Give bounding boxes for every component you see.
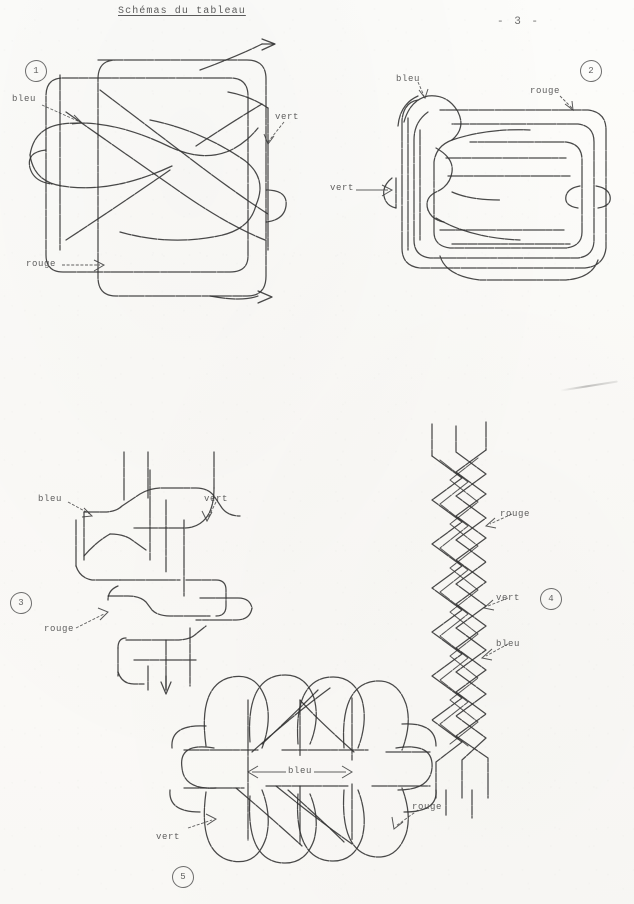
figure-5-label-rouge: rouge: [412, 802, 443, 812]
figure-number-1: 1: [25, 60, 47, 82]
figure-3-label-rouge: rouge: [44, 624, 75, 634]
page-title: Schémas du tableau: [118, 6, 246, 17]
figure-2-label-rouge: rouge: [530, 86, 561, 96]
figure-4-label-rouge: rouge: [500, 509, 531, 519]
figure-1-label-vert: vert: [275, 112, 300, 122]
figure-1-label-bleu: bleu: [12, 94, 37, 104]
page-number: - 3 -: [497, 16, 541, 28]
figure-5-label-vert: vert: [156, 832, 181, 842]
figure-number-2: 2: [580, 60, 602, 82]
figure-number-5: 5: [172, 866, 194, 888]
figure-3-label-vert: vert: [204, 494, 229, 504]
figure-4-label-vert: vert: [496, 593, 521, 603]
figure-2-label-vert: vert: [330, 183, 355, 193]
figure-1-label-rouge: rouge: [26, 259, 57, 269]
figure-2-label-bleu: bleu: [396, 74, 421, 84]
figure-3-label-bleu: bleu: [38, 494, 63, 504]
figure-number-3: 3: [10, 592, 32, 614]
figure-number-4: 4: [540, 588, 562, 610]
figure-5-label-bleu: bleu: [288, 766, 313, 776]
figure-4-label-bleu: bleu: [496, 639, 521, 649]
